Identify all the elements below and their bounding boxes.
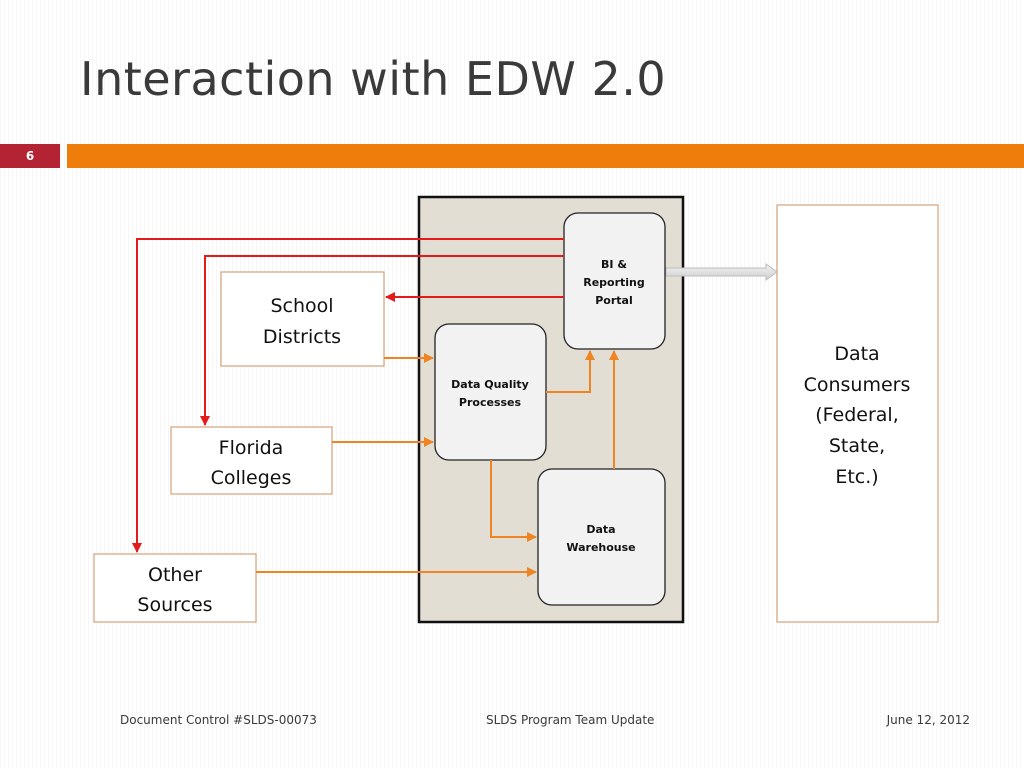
other-sources-label-line1: Other — [148, 564, 202, 586]
florida-colleges-label-line1: Florida — [219, 437, 284, 459]
school-districts-box — [220, 271, 385, 367]
data-warehouse-label-line2: Warehouse — [566, 541, 635, 554]
data-warehouse-box — [537, 468, 666, 606]
consumers-label-line4: State, — [829, 435, 885, 457]
bi-reporting-portal-box — [563, 212, 666, 350]
dq-to-bi-arrow — [546, 350, 595, 393]
school-districts-label-line2: Districts — [263, 326, 341, 348]
footer-date: June 12, 2012 — [886, 713, 970, 727]
bi-to-other-sources-arrow — [132, 238, 564, 553]
bi-portal-label-line2: Reporting — [583, 276, 645, 289]
footer-document-control: Document Control #SLDS-00073 — [120, 713, 317, 727]
bi-to-consumers-arrow — [665, 263, 778, 281]
data-quality-label-line2: Processes — [459, 396, 522, 409]
bi-to-florida-colleges-arrow — [200, 255, 564, 426]
footer-presentation-name: SLDS Program Team Update — [486, 713, 655, 727]
florida-colleges-label-line2: Colleges — [211, 467, 292, 489]
school-districts-label-line1: School — [270, 295, 333, 317]
consumers-label-line2: Consumers — [804, 374, 911, 396]
header-accent-bar — [67, 144, 1024, 168]
data-warehouse-label-line1: Data — [586, 523, 615, 536]
consumers-label-line3: (Federal, — [815, 404, 899, 426]
bi-portal-label-line1: BI & — [601, 258, 627, 271]
data-quality-label-line1: Data Quality — [451, 378, 529, 391]
data-quality-processes-box — [434, 323, 547, 461]
dq-to-warehouse-arrow — [490, 460, 537, 542]
florida-colleges-box — [170, 426, 333, 495]
bi-portal-label-line3: Portal — [595, 294, 633, 307]
other-sources-label-line2: Sources — [137, 594, 212, 616]
consumers-label-line5: Etc.) — [835, 466, 878, 488]
slide-number: 6 — [0, 144, 60, 168]
slide-title: Interaction with EDW 2.0 — [80, 52, 667, 106]
consumers-label-line1: Data — [834, 343, 879, 365]
data-consumers-box — [776, 204, 939, 623]
other-sources-box — [93, 553, 257, 623]
